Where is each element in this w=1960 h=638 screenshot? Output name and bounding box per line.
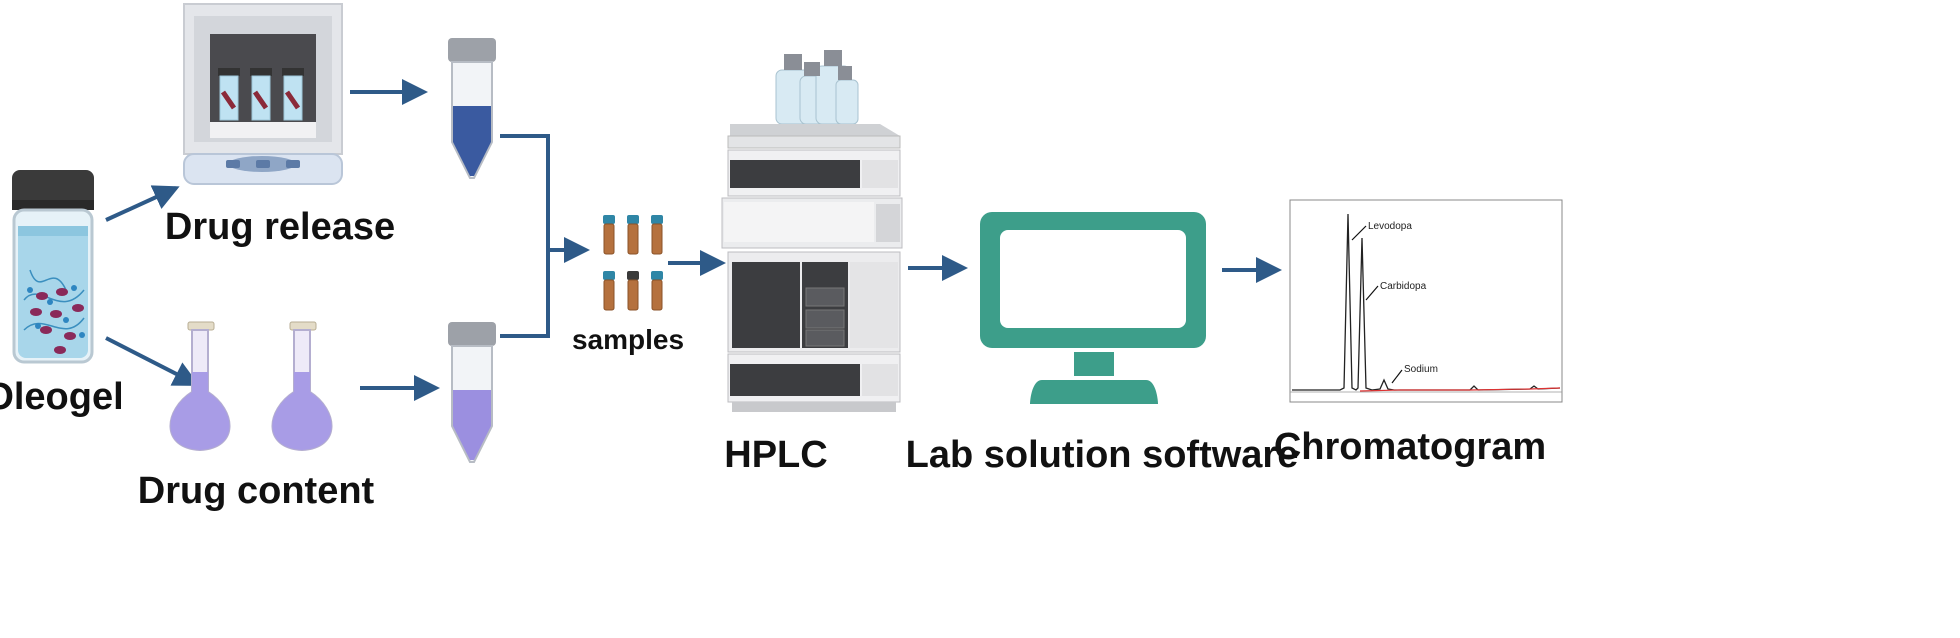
merge-line [500, 134, 550, 338]
label-oleogel: Oleogel [0, 376, 124, 418]
flow-arrows [105, 79, 1282, 401]
volumetric-flask-icon [169, 321, 231, 452]
label-samples: samples [571, 324, 685, 355]
arrow-to-release [105, 185, 180, 222]
hplc-instrument-icon [721, 50, 903, 412]
chromatogram-plot: Levodopa Carbidopa Sodium [1289, 199, 1563, 403]
sample-vials-icon [603, 215, 663, 311]
label-chromatogram: Chromatogram [1273, 426, 1547, 468]
volumetric-flask-icon [271, 321, 333, 452]
label-hplc: HPLC [724, 434, 828, 476]
label-drug-content: Drug content [137, 470, 375, 512]
computer-monitor-icon [980, 212, 1206, 404]
incubator-icon [183, 3, 343, 185]
peak-label-carbidopa: Carbidopa [1380, 281, 1427, 292]
oleogel-jar-icon [12, 170, 94, 364]
arrow-to-content [105, 336, 200, 386]
peak-label-levodopa: Levodopa [1368, 221, 1412, 232]
centrifuge-tube-icon [448, 38, 496, 179]
label-lab-software: Lab solution software [905, 434, 1299, 476]
peak-label-sodium: Sodium [1404, 364, 1438, 375]
centrifuge-tube-icon [448, 322, 496, 463]
label-drug-release: Drug release [164, 206, 396, 248]
